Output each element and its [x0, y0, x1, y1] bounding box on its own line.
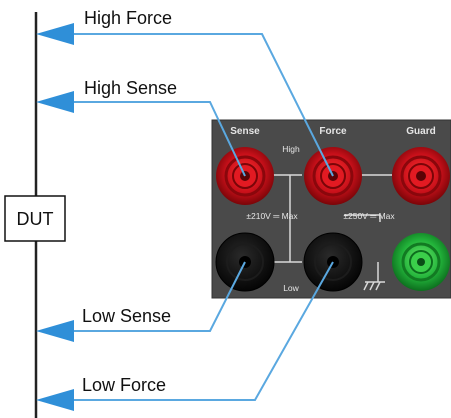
low-force-line: [56, 261, 334, 401]
high-force-line: [56, 33, 334, 177]
col-label-sense: Sense: [230, 126, 260, 137]
arrow-icon: [36, 91, 74, 113]
row-label-high: High: [282, 144, 300, 154]
label-high-force: High Force: [84, 8, 172, 28]
connection-lines: [56, 33, 334, 401]
high-sense-line: [56, 101, 246, 177]
dut-label: DUT: [17, 209, 54, 229]
terminal-panel: Sense Force Guard High Low ±210V ═ Max ±…: [211, 119, 451, 299]
arrow-icon: [36, 320, 74, 342]
low-sense-line: [56, 261, 246, 332]
guard-terminal[interactable]: [392, 147, 450, 205]
max-voltage-right: ±250V ═ Max: [343, 211, 395, 221]
ground-icon: [363, 281, 385, 291]
max-voltage-left: ±210V ═ Max: [246, 211, 298, 221]
label-high-sense: High Sense: [84, 78, 177, 98]
label-low-sense: Low Sense: [82, 306, 171, 326]
arrow-icon: [36, 389, 74, 411]
label-low-force: Low Force: [82, 375, 166, 395]
row-label-low: Low: [283, 283, 299, 293]
col-label-guard: Guard: [406, 126, 435, 137]
dut-box: DUT: [4, 195, 66, 242]
col-label-force: Force: [319, 126, 347, 137]
ground-terminal[interactable]: [392, 233, 450, 291]
arrow-icon: [36, 23, 74, 45]
